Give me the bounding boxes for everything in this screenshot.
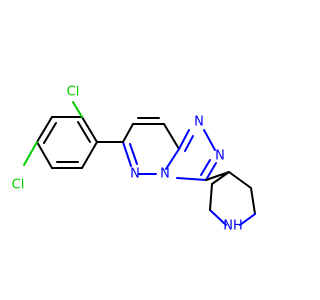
bond-pip-4-5 xyxy=(209,183,213,211)
n-triazole-right-label: N xyxy=(215,149,225,164)
bond-layer xyxy=(23,101,256,226)
n-pyridazine-label: N xyxy=(130,167,140,182)
bond-aryl-cl-lower xyxy=(23,141,38,166)
bond-pip-1-2 xyxy=(228,171,252,189)
bond-c3-n-bridgehead xyxy=(176,177,207,181)
bond-pip-n-4 xyxy=(209,209,227,226)
bond-pip-5-1 xyxy=(211,171,230,185)
cl-upper-label: Cl xyxy=(67,85,80,100)
bond-c8-n-top-double xyxy=(184,135,194,152)
molecule-structure: Cl Cl N N N N NH xyxy=(0,0,300,300)
bond-n-top-n-right xyxy=(203,129,216,151)
atom-label-layer: Cl Cl N N N N NH xyxy=(12,85,243,234)
bond-n-right-c3-double xyxy=(200,159,211,176)
bond-c5-c6 xyxy=(122,123,134,143)
bond-c7-c8 xyxy=(163,123,180,150)
canvas-background xyxy=(0,0,300,300)
bond-aryl-1-2 xyxy=(81,116,98,143)
bond-aryl-cl-upper xyxy=(72,101,83,118)
bond-pip-2-3 xyxy=(250,187,256,215)
bond-aryl-6-1 xyxy=(81,141,98,169)
bond-c8-n-bridgehead xyxy=(165,148,180,170)
bond-n-pyridazine-c5 xyxy=(122,141,132,167)
bond-c8-n-top xyxy=(178,129,190,150)
n-bridgehead-label: N xyxy=(160,167,170,182)
cl-lower-label: Cl xyxy=(12,178,25,193)
bond-n-pyridazine-c5-double xyxy=(129,143,138,165)
n-triazole-top-label: N xyxy=(194,115,204,130)
bond-aryl-4-5 xyxy=(36,141,53,169)
bond-aryl-3-4-double xyxy=(43,122,57,144)
n-piperidine-label: NH xyxy=(223,219,243,234)
bond-aryl-1-2-double xyxy=(77,121,91,143)
bond-c3-piperidine xyxy=(205,171,230,181)
bond-pip-3-n xyxy=(239,213,256,226)
bond-n-right-c3 xyxy=(205,162,217,181)
bond-aryl-3-4 xyxy=(36,116,53,143)
